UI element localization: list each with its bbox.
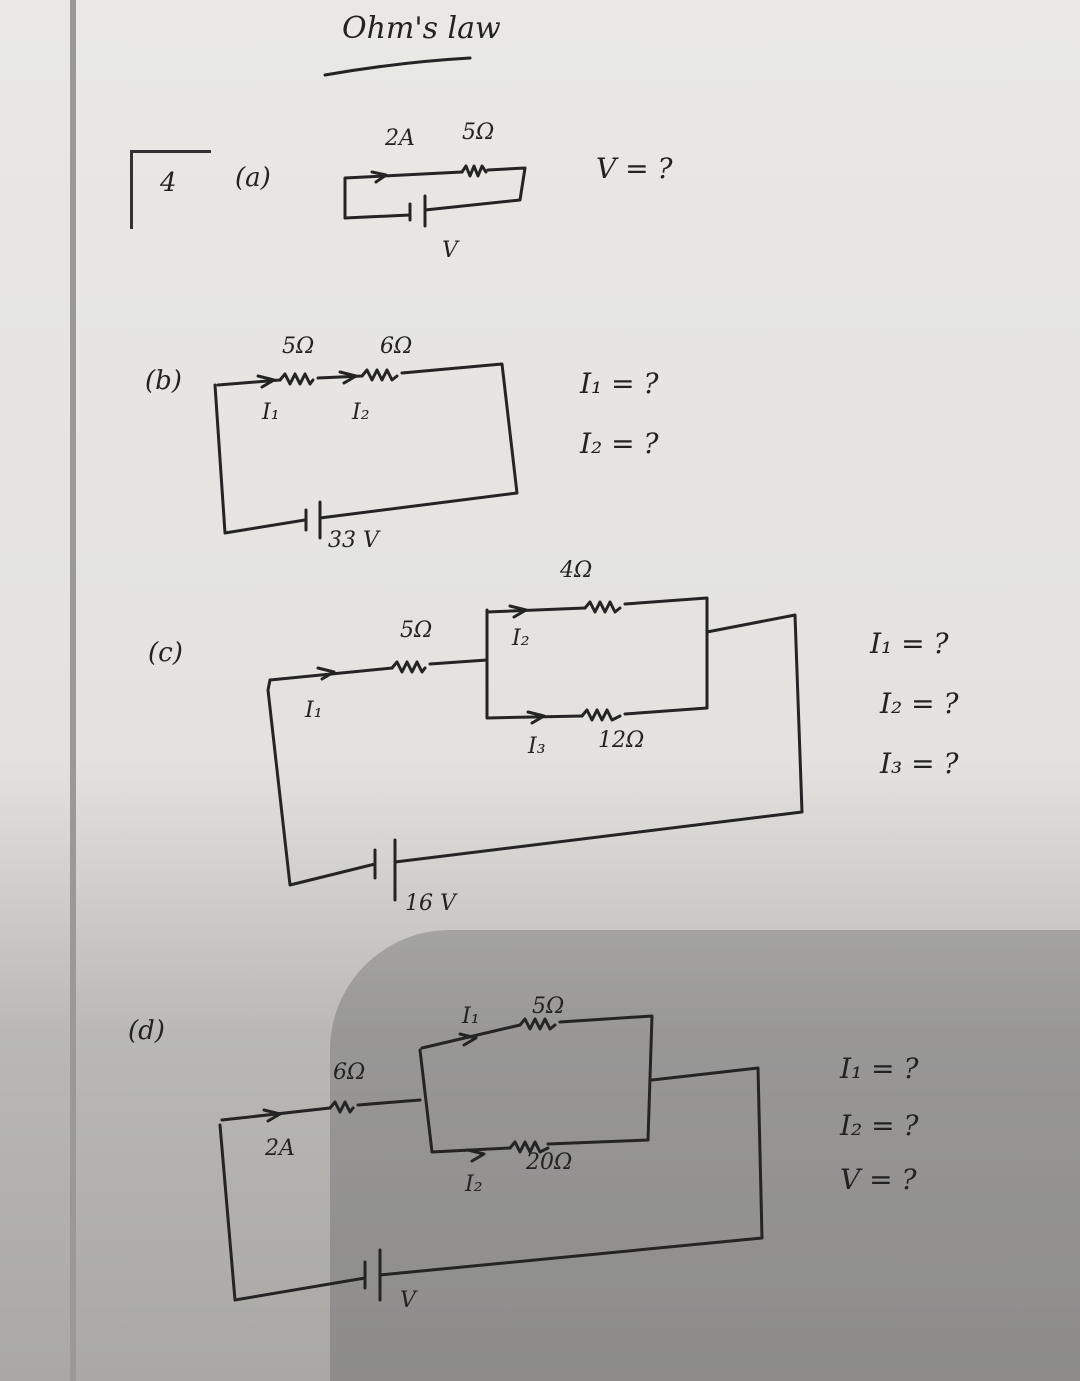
resistor-c1 xyxy=(390,660,427,674)
part-c-current-2-label: I₂ xyxy=(512,626,530,651)
part-c-question-i3: I₃ = ? xyxy=(880,747,959,780)
page-title: Ohm's law xyxy=(342,11,501,46)
circuit-b xyxy=(213,362,519,540)
current-arrow-c1 xyxy=(316,666,336,681)
problem-number-box xyxy=(130,150,211,229)
part-d-label: (d) xyxy=(128,1016,165,1046)
part-d-current-1-label: I₁ xyxy=(462,1004,480,1029)
current-arrow-b2 xyxy=(338,370,358,385)
part-d-question-i1: I₁ = ? xyxy=(840,1052,919,1085)
part-b-current-2-label: I₂ xyxy=(352,400,370,425)
part-d-resistor-top-label: 5Ω xyxy=(532,994,565,1019)
resistor-c2 xyxy=(583,600,622,614)
part-b-question-i1: I₁ = ? xyxy=(580,367,659,400)
part-b-source-label: 33 V xyxy=(328,528,379,553)
current-arrow-c3 xyxy=(526,710,546,725)
part-a-current-label: 2A xyxy=(385,126,415,151)
part-c-resistor-series-label: 5Ω xyxy=(400,618,433,643)
part-c-label: (c) xyxy=(148,638,183,668)
notebook-margin-line xyxy=(70,0,76,1381)
part-a-question-v: V = ? xyxy=(596,152,673,185)
resistor-d1 xyxy=(328,1100,355,1114)
part-c-question-i2: I₂ = ? xyxy=(880,687,959,720)
part-a-source-label: V xyxy=(442,238,458,263)
part-c-resistor-bottom-label: 12Ω xyxy=(598,728,645,753)
resistor-d2 xyxy=(518,1017,557,1031)
part-c-question-i1: I₁ = ? xyxy=(870,627,949,660)
circuit-a xyxy=(343,164,527,228)
circuit-c xyxy=(266,596,804,902)
current-arrow-d0 xyxy=(262,1108,282,1123)
part-d-current-2-label: I₂ xyxy=(465,1172,483,1197)
resistor-b2 xyxy=(360,368,399,382)
part-d-source-label: V xyxy=(400,1288,416,1313)
current-arrow-d1 xyxy=(458,1032,478,1047)
part-d-current-total-label: 2A xyxy=(265,1136,295,1161)
part-d-resistor-bottom-label: 20Ω xyxy=(526,1150,573,1175)
circuit-d xyxy=(218,1014,764,1302)
title-underline xyxy=(323,56,472,77)
current-arrow-c2 xyxy=(508,604,528,619)
current-arrow-d2 xyxy=(466,1148,486,1163)
part-c-current-3-label: I₃ xyxy=(528,734,546,759)
current-arrow-b1 xyxy=(256,374,276,389)
part-b-label: (b) xyxy=(145,366,182,396)
part-c-resistor-top-label: 4Ω xyxy=(560,558,593,583)
part-b-resistor-1-label: 5Ω xyxy=(282,334,315,359)
part-d-resistor-series-label: 6Ω xyxy=(333,1060,366,1085)
photo-shadow xyxy=(330,930,1080,1381)
part-c-source-label: 16 V xyxy=(405,891,456,916)
part-a-resistor-label: 5Ω xyxy=(462,120,495,145)
resistor-d3 xyxy=(508,1140,550,1154)
part-b-current-1-label: I₁ xyxy=(262,400,280,425)
problem-number: 4 xyxy=(160,168,177,198)
resistor-a xyxy=(460,164,488,178)
part-d-question-i2: I₂ = ? xyxy=(840,1109,919,1142)
part-b-question-i2: I₂ = ? xyxy=(580,427,659,460)
resistor-b1 xyxy=(278,372,315,386)
part-a-label: (a) xyxy=(235,163,271,193)
current-arrow-a xyxy=(370,170,388,184)
resistor-c3 xyxy=(580,708,622,722)
part-d-question-v: V = ? xyxy=(840,1163,917,1196)
part-b-resistor-2-label: 6Ω xyxy=(380,334,413,359)
part-c-current-1-label: I₁ xyxy=(305,698,323,723)
